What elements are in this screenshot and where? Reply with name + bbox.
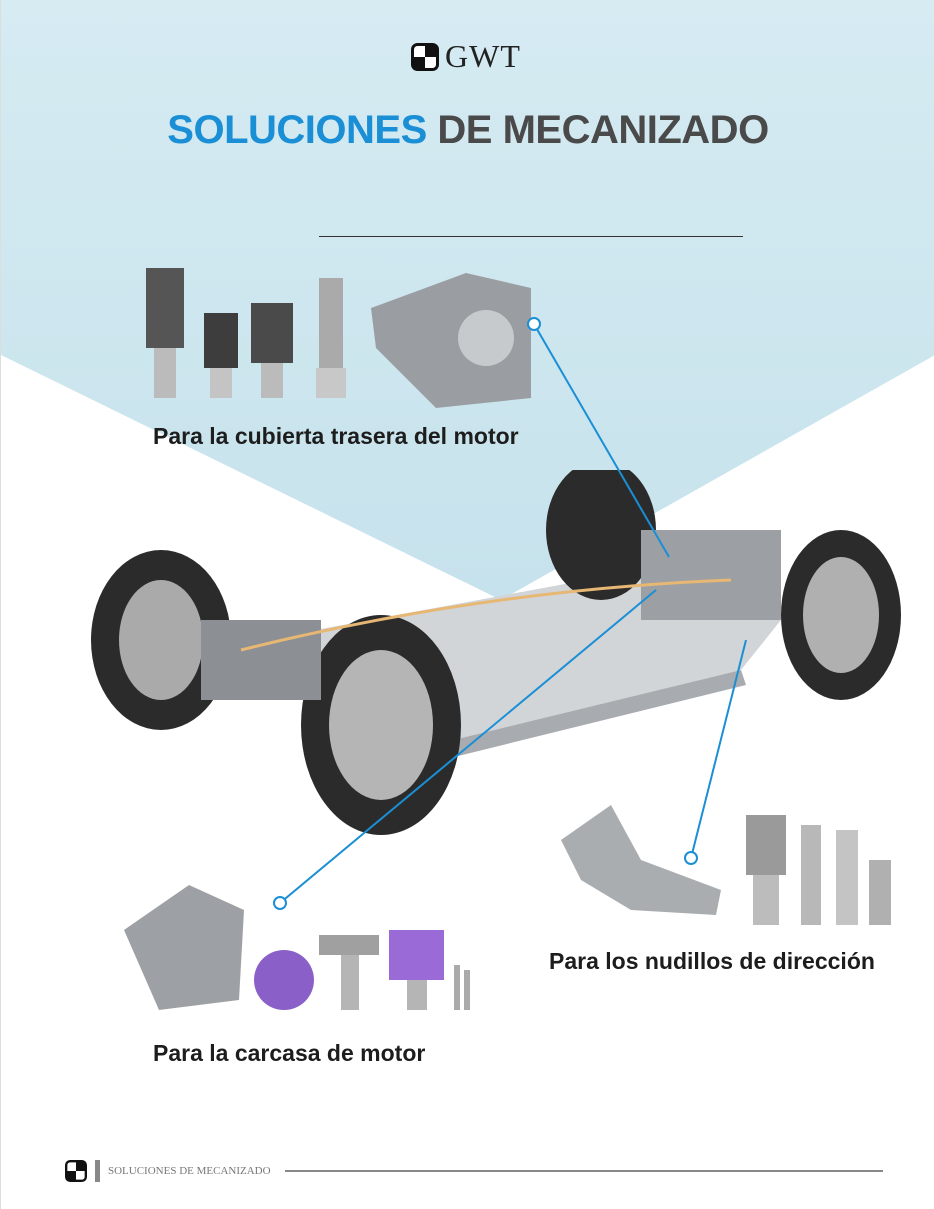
steering-knuckle-tools-image <box>561 805 891 925</box>
callout-dot-motor-housing <box>273 896 287 910</box>
page-footer: SOLUCIONES DE MECANIZADO <box>65 1160 883 1182</box>
rear-cover-tools-image <box>146 268 531 408</box>
page-title: SOLUCIONES DE MECANIZADO <box>1 108 934 153</box>
footer-line <box>284 1170 883 1172</box>
caption-motor-housing: Para la carcasa de motor <box>153 1040 426 1066</box>
callout-dot-knuckle <box>684 851 698 865</box>
title-rest: DE MECANIZADO <box>437 108 769 152</box>
motor-housing-tools-image <box>124 885 470 1010</box>
title-accent: SOLUCIONES <box>167 108 427 152</box>
footer-text: SOLUCIONES DE MECANIZADO <box>108 1165 271 1177</box>
caption-steering-knuckles: Para los nudillos de dirección <box>549 948 875 974</box>
callout-dot-rear-cover <box>527 317 541 331</box>
caption-rear-cover: Para la cubierta trasera del motor <box>153 423 519 449</box>
footer-bar <box>95 1160 100 1182</box>
gwt-logo-icon <box>411 42 439 71</box>
brand-logo: GWT <box>411 38 521 75</box>
title-divider <box>319 236 743 237</box>
brand-name: GWT <box>445 38 521 74</box>
gwt-logo-icon <box>65 1160 87 1182</box>
